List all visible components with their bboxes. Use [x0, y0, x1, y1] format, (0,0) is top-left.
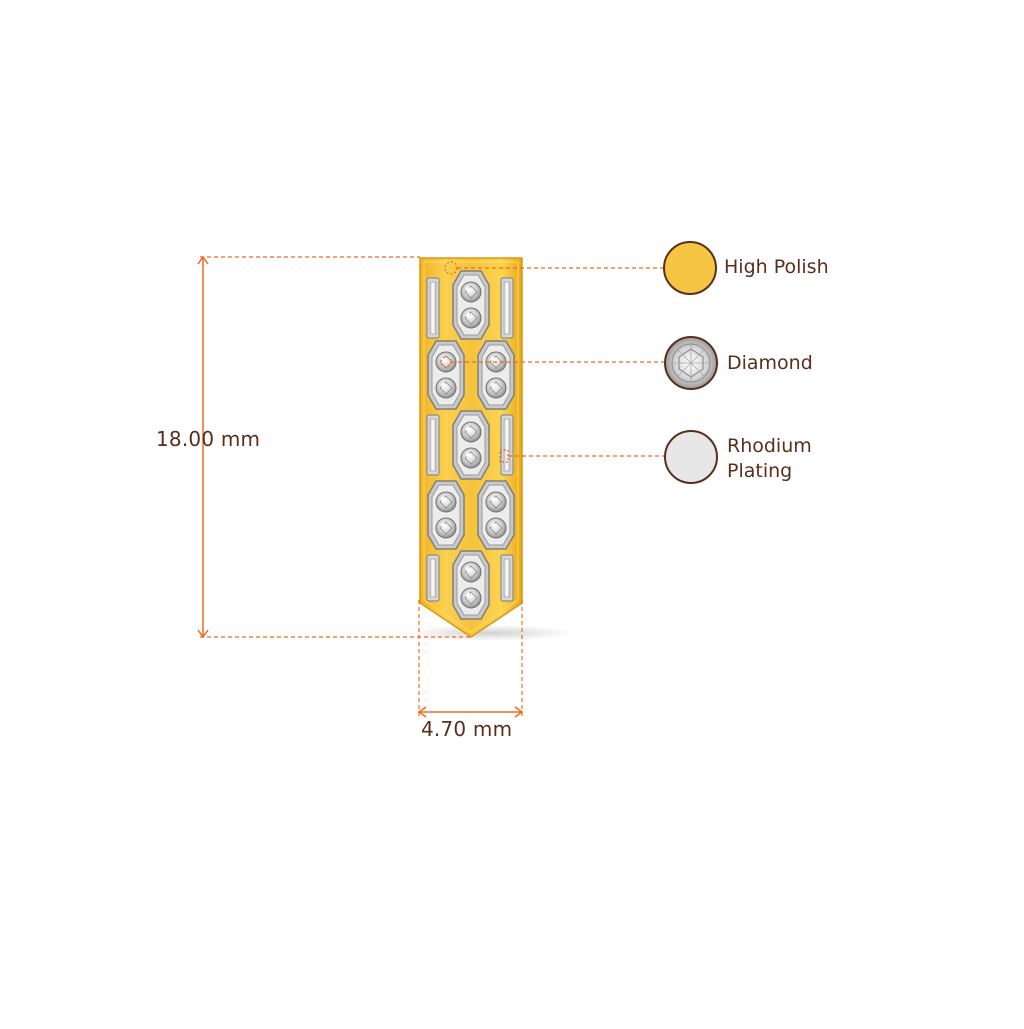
- left-diamond-cell: [427, 480, 465, 550]
- height-arrow-top: [197, 255, 209, 265]
- round-diamond: [460, 421, 482, 443]
- earring: [419, 257, 523, 638]
- diamond-swatch-icon: [664, 336, 718, 390]
- high-polish-swatch-icon: [663, 241, 717, 295]
- width-dimension-label: 4.70 mm: [421, 717, 513, 741]
- round-diamond: [485, 517, 507, 539]
- baguette-diamond: [500, 554, 514, 602]
- rhodium-plating-swatch-icon: [664, 430, 718, 484]
- width-arrow-right: [514, 706, 524, 718]
- round-diamond: [435, 517, 457, 539]
- round-diamond: [460, 307, 482, 329]
- legend-label-diamond: Diamond: [727, 352, 813, 374]
- round-diamond: [485, 491, 507, 513]
- center-diamond-cell: [452, 410, 490, 480]
- round-diamond: [460, 447, 482, 469]
- dimension-lines: [197, 255, 664, 718]
- round-diamond: [435, 491, 457, 513]
- height-arrow-bottom: [197, 629, 209, 639]
- baguette-diamond: [426, 277, 440, 339]
- round-diamond: [485, 377, 507, 399]
- center-diamond-cell: [452, 550, 490, 620]
- round-diamond: [460, 281, 482, 303]
- right-diamond-cell: [477, 480, 515, 550]
- earring-shadow: [405, 625, 575, 641]
- legend-label-rhodium-plating: Rhodium Plating: [727, 435, 812, 482]
- round-diamond: [460, 561, 482, 583]
- right-diamond-cell: [477, 340, 515, 410]
- baguette-diamond: [500, 414, 514, 476]
- baguette-diamond: [500, 277, 514, 339]
- baguette-diamond: [426, 554, 440, 602]
- baguette-diamond: [426, 414, 440, 476]
- height-dimension-label: 18.00 mm: [156, 427, 261, 451]
- left-diamond-cell: [427, 340, 465, 410]
- legend-swatches: [663, 241, 718, 484]
- round-diamond: [435, 377, 457, 399]
- legend-label-high-polish: High Polish: [724, 256, 829, 278]
- round-diamond: [460, 587, 482, 609]
- center-diamond-cell: [452, 270, 490, 340]
- earring-edge-highlight: [423, 261, 519, 633]
- width-arrow-left: [417, 706, 427, 718]
